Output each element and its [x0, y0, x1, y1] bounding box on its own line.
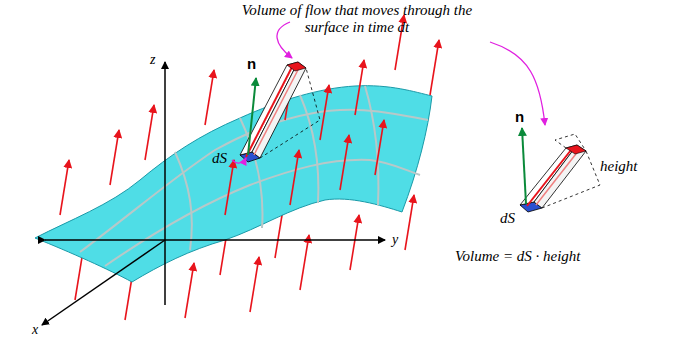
axis-label: x — [32, 322, 38, 338]
flow-arrow — [375, 120, 384, 175]
flow-arrow — [250, 257, 259, 312]
axis-label: y — [392, 232, 398, 248]
flow-arrow — [355, 60, 364, 115]
flow-arrow — [225, 160, 234, 215]
flow-arrow — [340, 135, 349, 190]
flow-arrow — [290, 150, 299, 205]
area-label: dS — [212, 150, 227, 167]
leader-arrow — [277, 22, 292, 58]
normal-label: n — [247, 55, 256, 72]
leader-arrow — [490, 42, 545, 125]
formula: Volume = dS · height — [455, 248, 581, 265]
flow-arrow — [430, 40, 439, 95]
inset-prism — [520, 128, 600, 212]
flow-arrow — [60, 160, 69, 215]
flow-arrow — [205, 70, 214, 125]
axis-label: z — [150, 52, 155, 68]
flow-arrow — [350, 215, 359, 270]
flow-arrow — [145, 105, 154, 160]
flow-arrows-front — [60, 15, 439, 215]
flow-arrow — [320, 85, 329, 140]
surface-grid — [80, 86, 428, 266]
flow-arrow — [300, 235, 309, 290]
flow-arrow — [405, 195, 414, 250]
axes — [42, 62, 385, 325]
dimension-label: height — [600, 158, 638, 175]
flow-arrow — [110, 130, 119, 185]
normal-label: n — [515, 108, 524, 125]
flow-arrow — [185, 263, 194, 318]
area-label: dS — [500, 210, 515, 227]
annotation: Volume of flow that moves through the su… — [232, 2, 482, 37]
volume-prism — [232, 62, 320, 163]
surface — [35, 86, 432, 282]
